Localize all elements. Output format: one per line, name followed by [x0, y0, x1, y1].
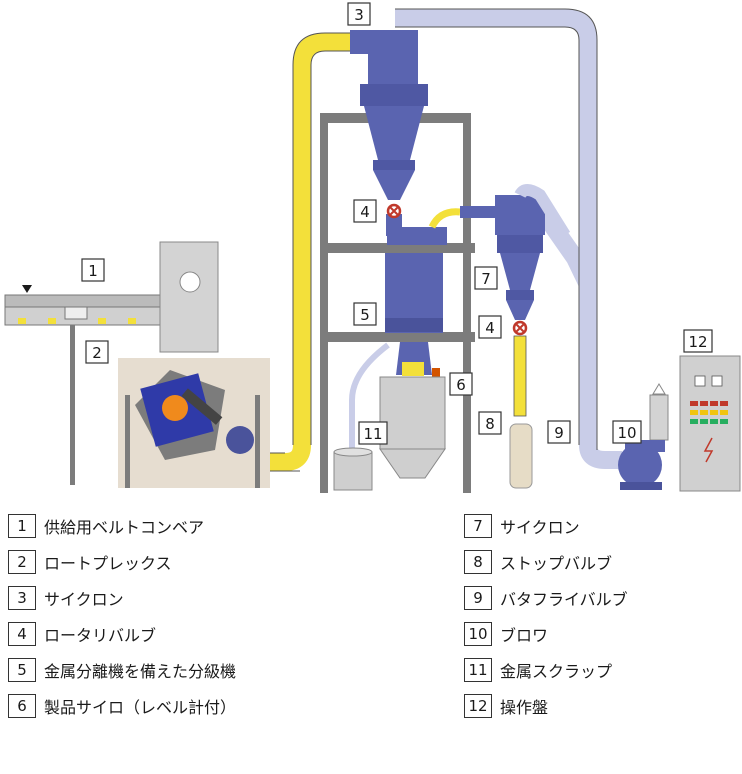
legend-label: ストップバルブ — [500, 554, 613, 573]
callout-5: 5 — [353, 302, 377, 326]
svg-text:12: 12 — [688, 333, 707, 351]
callout-8: 8 — [478, 411, 502, 435]
svg-text:7: 7 — [481, 270, 491, 288]
callout-4b: 4 — [478, 315, 502, 339]
callout-11: 11 — [358, 421, 388, 445]
legend-label: 金属分離機を備えた分級機 — [44, 662, 237, 681]
svg-text:3: 3 — [354, 6, 364, 24]
legend-number: 12 — [464, 694, 492, 718]
legend-item-7: 7 サイクロン — [464, 508, 742, 544]
legend-label: 金属スクラップ — [500, 662, 613, 681]
svg-text:4: 4 — [485, 319, 495, 337]
scrap-pipe — [333, 342, 390, 491]
legend-label: ブロワ — [500, 626, 549, 645]
plant-diagram: 1 2 3 4 5 6 7 4 8 9 10 11 12 — [4, 2, 741, 493]
legend-item-11: 11 金属スクラップ — [464, 652, 742, 688]
legend-number: 4 — [8, 622, 36, 646]
legend-label: サイクロン — [500, 518, 580, 537]
legend-number: 9 — [464, 586, 492, 610]
return-pipe-outline — [395, 8, 598, 450]
legend-item-3: 3 サイクロン — [8, 580, 348, 616]
legend-item-1: 1 供給用ベルトコンベア — [8, 508, 348, 544]
svg-text:8: 8 — [485, 415, 495, 433]
svg-text:9: 9 — [554, 424, 564, 442]
legend-item-10: 10 ブロワ — [464, 616, 742, 652]
svg-text:11: 11 — [363, 425, 382, 443]
svg-text:4: 4 — [360, 203, 370, 221]
cyclone-7 — [460, 184, 571, 489]
legend-item-4: 4 ロータリバルブ — [8, 616, 348, 652]
svg-text:2: 2 — [92, 344, 102, 362]
callout-6: 6 — [449, 372, 473, 396]
legend-number: 11 — [464, 658, 492, 682]
legend-label: サイクロン — [44, 590, 124, 609]
callout-10: 10 — [612, 420, 642, 444]
callout-2: 2 — [85, 340, 109, 364]
legend-label: 操作盤 — [500, 698, 549, 717]
legend-item-2: 2 ロートプレックス — [8, 544, 348, 580]
callout-1: 1 — [81, 258, 105, 282]
legend-item-5: 5 金属分離機を備えた分級機 — [8, 652, 348, 688]
legend-item-6: 6 製品サイロ（レベル計付） — [8, 688, 348, 724]
callout-3: 3 — [347, 2, 371, 26]
legend-item-8: 8 ストップバルブ — [464, 544, 742, 580]
legend-label: バタフライバルブ — [500, 590, 628, 609]
control-panel — [679, 355, 741, 492]
legend-number: 8 — [464, 550, 492, 574]
legend-label: 供給用ベルトコンベア — [44, 518, 205, 537]
belt-conveyor — [4, 285, 171, 485]
legend-number: 6 — [8, 694, 36, 718]
legend-number: 10 — [464, 622, 492, 646]
legend-label: 製品サイロ（レベル計付） — [44, 698, 237, 717]
svg-text:1: 1 — [88, 262, 98, 280]
svg-text:6: 6 — [456, 376, 466, 394]
legend-right: 7 サイクロン 8 ストップバルブ 9 バタフライバルブ 10 ブロワ 11 金属スクラッ… — [464, 508, 742, 724]
classifier-5 — [385, 208, 461, 375]
legend-label: ロータリバルブ — [44, 626, 157, 645]
legend-number: 2 — [8, 550, 36, 574]
rotoplex — [118, 241, 270, 488]
legend-number: 1 — [8, 514, 36, 538]
legend-number: 7 — [464, 514, 492, 538]
legend-number: 5 — [8, 658, 36, 682]
svg-text:10: 10 — [617, 424, 636, 442]
legend-label: ロートプレックス — [44, 554, 172, 573]
callout-7: 7 — [474, 266, 498, 290]
callout-9: 9 — [547, 420, 571, 444]
legend-item-9: 9 バタフライバルブ — [464, 580, 742, 616]
product-silo — [379, 362, 446, 479]
transport-pipe — [185, 33, 350, 471]
callout-4a: 4 — [353, 199, 377, 223]
svg-text:5: 5 — [360, 306, 370, 324]
callout-12: 12 — [683, 329, 713, 353]
legend-item-12: 12 操作盤 — [464, 688, 742, 724]
legend-number: 3 — [8, 586, 36, 610]
